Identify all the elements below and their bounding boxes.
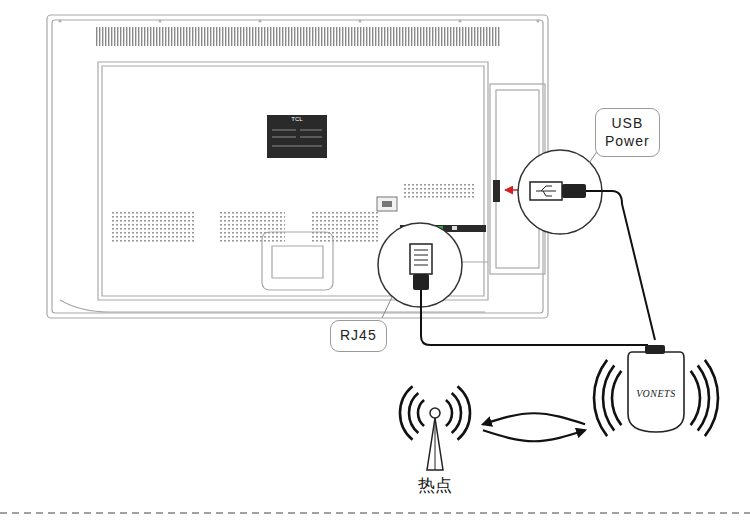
device-node: VONETS [588,338,722,442]
signal-arrow [483,430,585,441]
hotspot-label: 热点 [390,378,480,496]
tv-sticker [267,115,327,158]
rj45-plug [410,244,432,290]
leader-lines [382,150,598,318]
dashed-divider [0,512,750,513]
brand-label: TCL [270,116,324,122]
cables [421,191,655,345]
callout-box: RJ45 [330,320,387,352]
signal-arrow [483,413,585,424]
port-panel [377,180,500,232]
callout-box: USB Power [595,108,660,157]
hotspot-node: 热点 [390,378,480,503]
sticker-lines [272,130,322,146]
brand-logo: VONETS [628,388,684,399]
callout-label: USB Power [605,115,650,150]
screw-dots [59,20,540,23]
callout-label: RJ45 [340,327,377,345]
usb-plug [530,182,586,200]
tv-back [47,15,548,318]
